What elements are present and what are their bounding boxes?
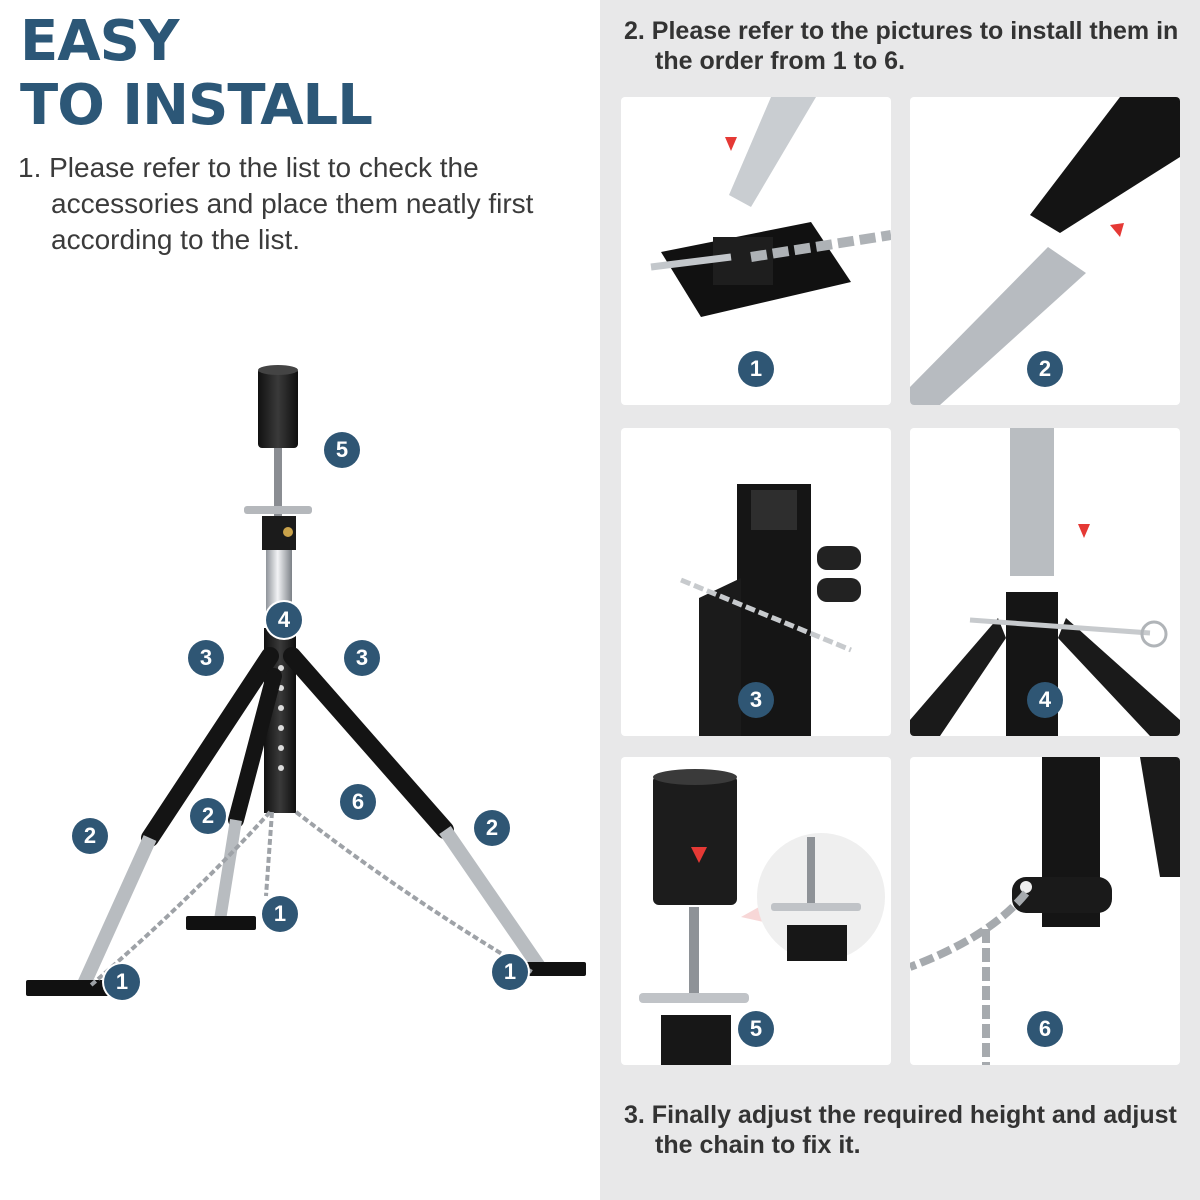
step-badge-4: 4 [1027, 682, 1063, 718]
stand-label-top: 5 [324, 432, 360, 468]
step-5-illustration [639, 769, 885, 1065]
install-step-panel-3: 3 [621, 428, 891, 736]
stand-label-leg-left: 2 [72, 818, 108, 854]
install-step-panel-6: 6 [910, 757, 1180, 1065]
title-line-2: TO INSTALL [20, 73, 373, 138]
step-badge-2: 2 [1027, 351, 1063, 387]
install-step-panel-4: 4 [910, 428, 1180, 736]
step-badge-5: 5 [738, 1011, 774, 1047]
stand-label-chain: 6 [340, 784, 376, 820]
stand-label-foot-middle: 1 [262, 896, 298, 932]
stand-label-bracket-left: 3 [188, 640, 224, 676]
step-badge-1: 1 [738, 351, 774, 387]
left-column: EASY TO INSTALL 1. Please refer to the l… [18, 9, 586, 1000]
page-title: EASY TO INSTALL [20, 9, 373, 138]
title-line-1: EASY [20, 9, 179, 74]
install-step-panel-2: 2 [910, 97, 1180, 405]
step-badge-6: 6 [1027, 1011, 1063, 1047]
stand-label-bracket-right: 3 [344, 640, 380, 676]
step-6-illustration [910, 757, 1180, 1065]
step-2-text: 2. Please refer to the pictures to insta… [624, 17, 1179, 75]
install-step-panel-1: 1 [621, 97, 891, 405]
step-4-illustration [910, 428, 1180, 736]
stand-illustration [26, 365, 586, 996]
step-1-text: 1. Please refer to the list to check the… [18, 152, 534, 255]
right-column: 2. Please refer to the pictures to insta… [600, 0, 1200, 1200]
stand-label-foot-left: 1 [104, 964, 140, 1000]
step-badge-3: 3 [738, 682, 774, 718]
stand-label-center: 4 [266, 602, 302, 638]
install-step-panel-5: 5 [621, 757, 891, 1065]
stand-label-foot-right: 1 [492, 954, 528, 990]
stand-label-leg-right: 2 [474, 810, 510, 846]
step-1-illustration [650, 97, 891, 317]
step-2-illustration [910, 97, 1180, 405]
stand-label-leg-middle: 2 [190, 798, 226, 834]
step-3-text: 3. Finally adjust the required height an… [624, 1101, 1177, 1159]
